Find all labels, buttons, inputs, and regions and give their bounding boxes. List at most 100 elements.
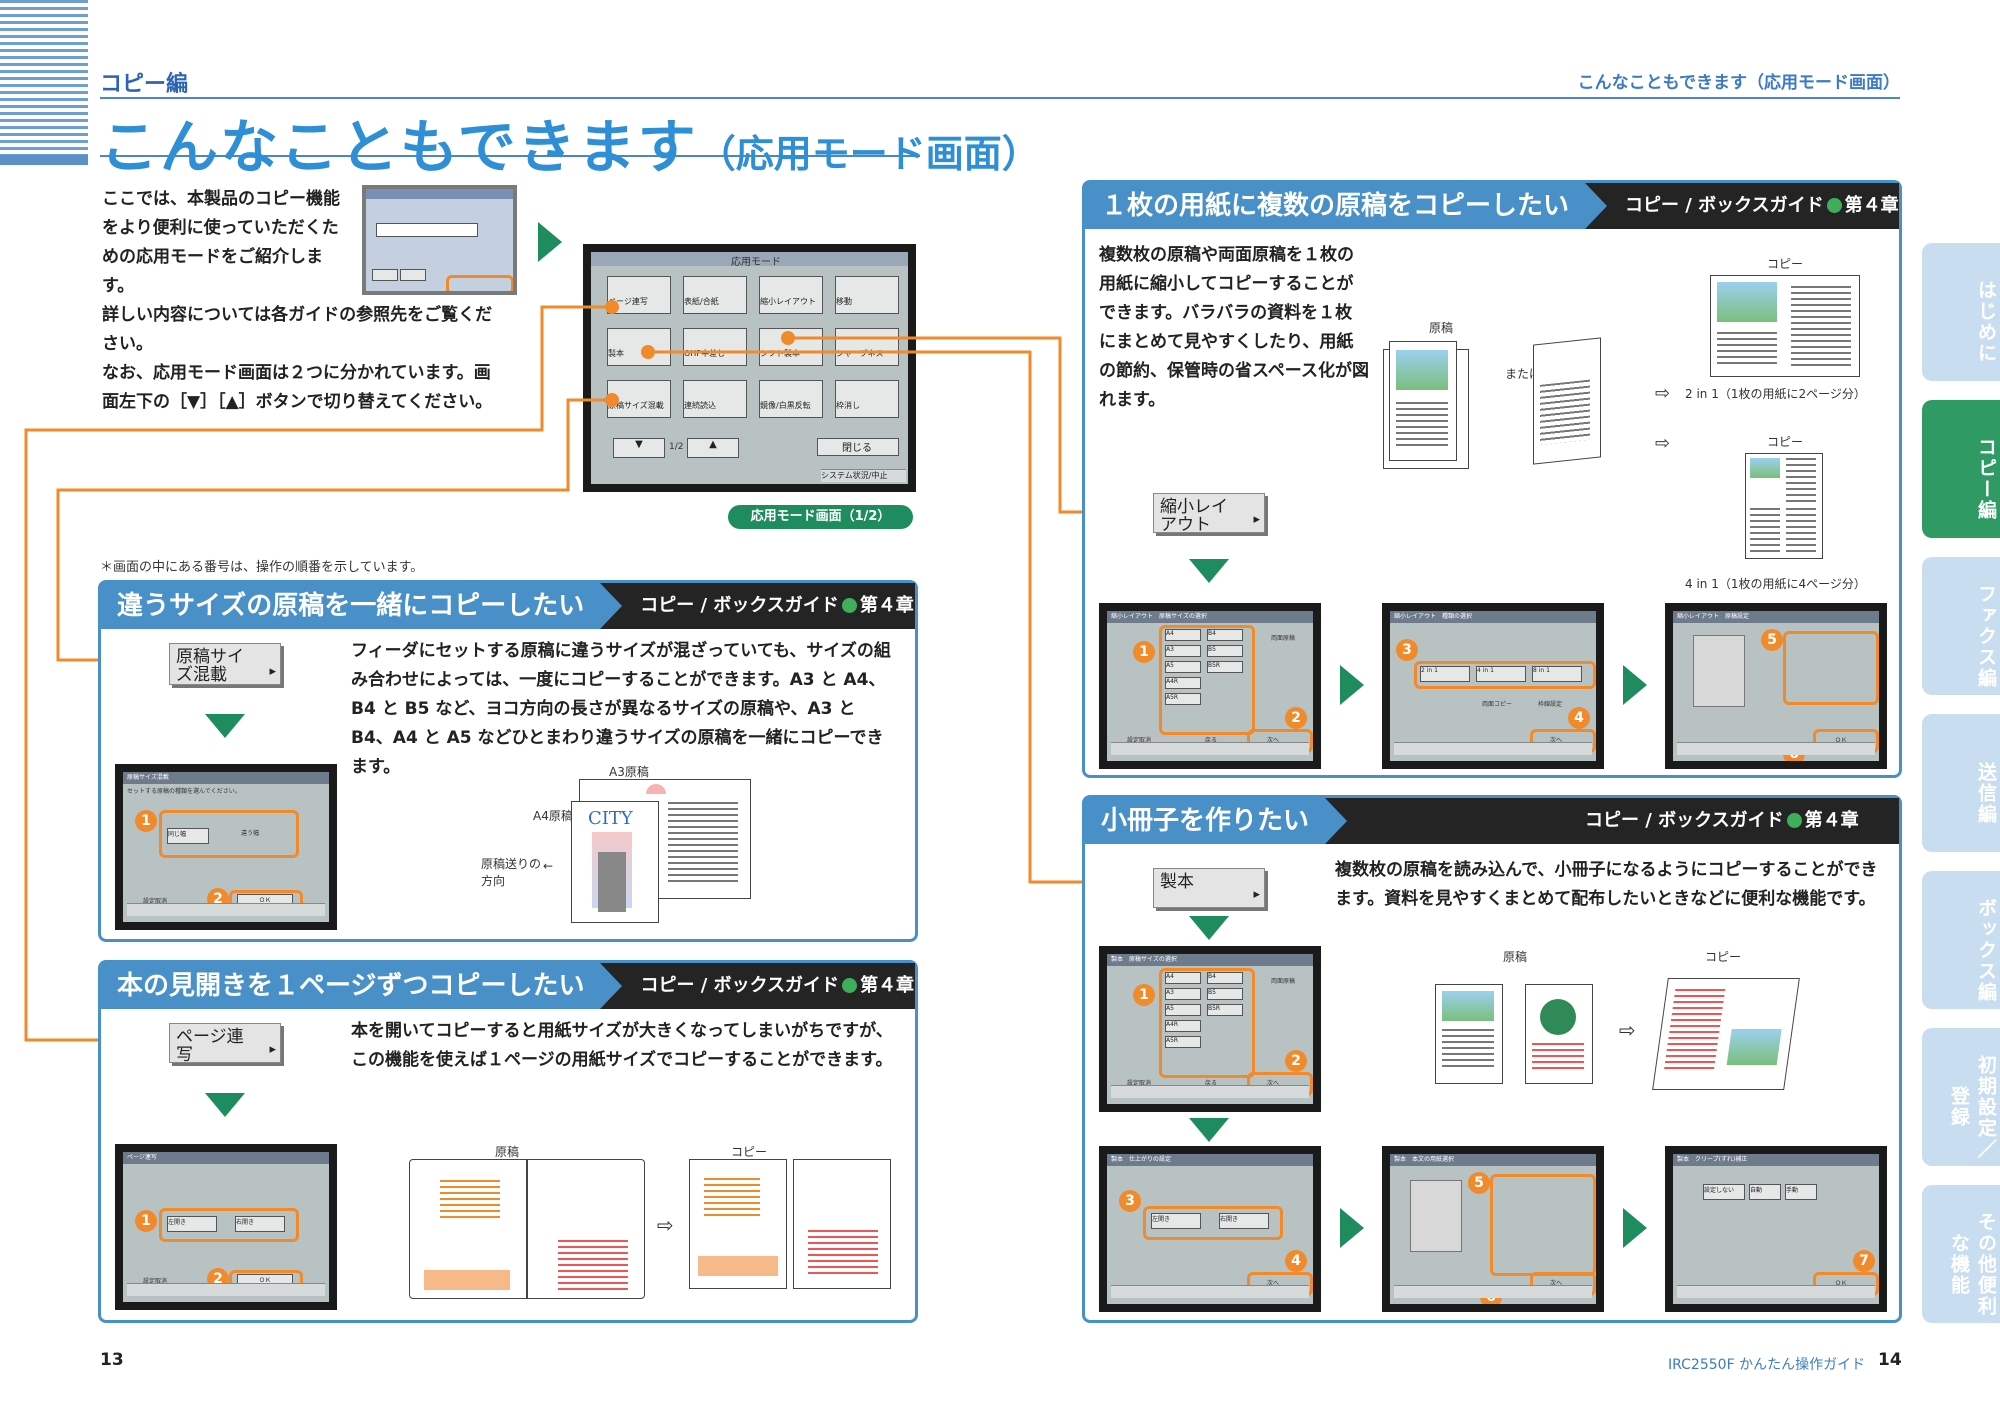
intro-text-1: ここでは、本製品のコピー機能をより便利に使っていただくための応用モードをご紹介し… [102, 189, 340, 296]
feed-label: 原稿送りの方向 [481, 857, 542, 888]
panel-head: １枚の用紙に複数の原稿をコピーしたい コピー / ボックスガイド第４章 [1085, 183, 1899, 229]
mode-button-2[interactable]: 縮小レイアウト [759, 276, 823, 314]
header-right-title: こんなこともできます（応用モード画面） [1577, 73, 1900, 93]
nup-size-b-1[interactable]: B5 [1207, 645, 1243, 657]
screen-title: 縮小レイアウト 種類の選択 [1394, 613, 1473, 620]
reduce-layout-button[interactable]: 縮小レイアウト [1153, 493, 1265, 534]
booklet-size-b-0[interactable]: B4 [1207, 972, 1243, 984]
copy-label-1: コピー [1767, 257, 1804, 271]
booklet-size-0[interactable]: A4 [1165, 972, 1201, 984]
nup-size-b-2[interactable]: B5R [1207, 661, 1243, 673]
nup-size-b-label: B5R [1208, 662, 1221, 669]
mode-button-1[interactable]: 表紙/合紙 [683, 276, 747, 314]
panel-text: 複数枚の原稿を読み込んで、小冊子になるようにコピーすることができます。資料を見や… [1335, 860, 1878, 909]
booklet-size-2[interactable]: A5 [1165, 1004, 1201, 1016]
opt1-label: 左開き [1152, 1216, 1171, 1223]
chapter: 第４章 [1844, 195, 1899, 216]
nup-size-3[interactable]: A4R [1165, 677, 1201, 689]
side-tab-5[interactable]: 初期設定／登録 [1922, 1028, 2000, 1166]
page-down-button[interactable]: ▼ [613, 438, 665, 458]
chapter: 第４章 [1804, 810, 1859, 831]
booklet-orig-a [1435, 984, 1503, 1084]
booklet-orig-b [1525, 984, 1593, 1084]
ok-label: ＯＫ [258, 897, 271, 904]
side-tab-2[interactable]: ファクス編 [1922, 557, 2000, 695]
side-tab-6[interactable]: その他便利な機能 [1922, 1185, 2000, 1323]
step-arrow [1189, 1118, 1229, 1142]
copy-label-2: コピー [1767, 435, 1804, 449]
copy-label: コピー [731, 1145, 768, 1159]
booklet-size-1[interactable]: A3 [1165, 988, 1201, 1000]
screen-title: 製本 原稿サイズの選択 [1111, 956, 1177, 963]
nup-screen-3: 縮小レイアウト 原稿設定 5 6 ＯＫ [1665, 603, 1887, 769]
type-2in1[interactable]: 2 in 1 [1420, 666, 1470, 682]
creep-auto[interactable]: 自動 [1749, 1184, 1781, 1200]
feed-arrow: ← [543, 859, 554, 873]
mode-button-4[interactable]: 製本 [607, 328, 671, 366]
side-tab-label: 初期設定／登録 [1948, 1054, 1997, 1160]
mode-button-7[interactable]: シャープネス [835, 328, 899, 366]
creep-manual[interactable]: 手動 [1785, 1184, 1817, 1200]
step-5-badge: 5 [1468, 1172, 1490, 1194]
side-tab-3[interactable]: 送信編 [1922, 714, 2000, 852]
side-tab-label: ファクス編 [1975, 583, 1997, 689]
booklet-size-4[interactable]: A5R [1165, 1036, 1201, 1048]
same-width-option[interactable]: 同じ幅 [167, 828, 209, 844]
side-tab-1[interactable]: コピー編 [1922, 400, 2000, 538]
right-open-option[interactable]: 右開き [235, 1216, 285, 1232]
side-tab-0[interactable]: はじめに [1922, 243, 2000, 381]
nup-size-2[interactable]: A5 [1165, 661, 1201, 673]
main-screen-title: 応用モード [731, 257, 781, 268]
screen-title: ページ連写 [127, 1154, 157, 1161]
nup-size-0[interactable]: A4 [1165, 629, 1201, 641]
left-open-option[interactable]: 左開き [1151, 1213, 1201, 1229]
booklet-button[interactable]: 製本 [1153, 868, 1265, 908]
type-highlight [1414, 661, 1596, 689]
creep-none[interactable]: 設定しない [1703, 1184, 1745, 1200]
close-button[interactable]: 閉じる [817, 438, 899, 456]
mode-button-9[interactable]: 連続読込 [683, 380, 747, 418]
booklet-size-3[interactable]: A4R [1165, 1020, 1201, 1032]
booklet-size-b-1[interactable]: B5 [1207, 988, 1243, 1000]
side-tab-4[interactable]: ボックス編 [1922, 871, 2000, 1009]
side-tab-label: はじめに [1975, 280, 1997, 364]
panel-title: 小冊子を作りたい [1085, 798, 1348, 844]
panel-mixed-sizes: 違うサイズの原稿を一緒にコピーしたい コピー / ボックスガイド第４章 原稿サイ… [98, 580, 918, 942]
close-label: 閉じる [842, 443, 872, 454]
2in1-label: 2 in 1（1枚の用紙に2ページ分） [1685, 387, 1866, 401]
intro-text-3: なお、応用モード画面は２つに分かれています。画面左下の［▼］［▲］ボタンで切り替… [102, 363, 493, 412]
mixed-size-button[interactable]: 原稿サイズ混載 [169, 643, 281, 685]
left-open-option[interactable]: 左開き [167, 1216, 217, 1232]
step-2-badge: 2 [1285, 707, 1307, 729]
step-3-badge: 3 [1396, 639, 1418, 661]
step-arrow-right [1623, 665, 1647, 705]
booklet-size-b-2[interactable]: B5R [1207, 1004, 1243, 1016]
header-rule [100, 97, 1900, 99]
panel-title: 本の見開きを１ページずつコピーしたい [101, 963, 623, 1009]
mode-button-11[interactable]: 枠消し [835, 380, 899, 418]
nup-size-4[interactable]: A5R [1165, 693, 1201, 705]
back-label: 戻る [1205, 737, 1218, 744]
two-sided-sheet [1533, 337, 1601, 465]
mode-button-10[interactable]: 鏡像/白黒反転 [759, 380, 823, 418]
type-8in1[interactable]: 8 in 1 [1532, 666, 1582, 682]
mode-button-label: 枠消し [836, 401, 860, 410]
next-label: 次へ [1550, 737, 1563, 744]
booklet-size-label: A4 [1166, 973, 1174, 980]
type-4in1[interactable]: 4 in 1 [1476, 666, 1526, 682]
right-open-option[interactable]: 右開き [1219, 1213, 1269, 1229]
option-highlight [159, 810, 299, 858]
page-up-button[interactable]: ▲ [687, 438, 739, 458]
panel-text: フィーダにセットする原稿に違うサイズが混ざっていても、サイズの組み合わせによって… [351, 641, 891, 777]
mode-button-3[interactable]: 移動 [835, 276, 899, 314]
screen-title: 原稿サイズ混載 [127, 774, 169, 781]
nup-size-b-0[interactable]: B4 [1207, 629, 1243, 641]
step-2-badge: 2 [1285, 1050, 1307, 1072]
nup-size-1[interactable]: A3 [1165, 645, 1201, 657]
chapter-dot [1786, 813, 1802, 828]
guide-ref: コピー / ボックスガイド第４章 [600, 583, 915, 629]
page-serial-button[interactable]: ページ連写 [169, 1023, 281, 1064]
